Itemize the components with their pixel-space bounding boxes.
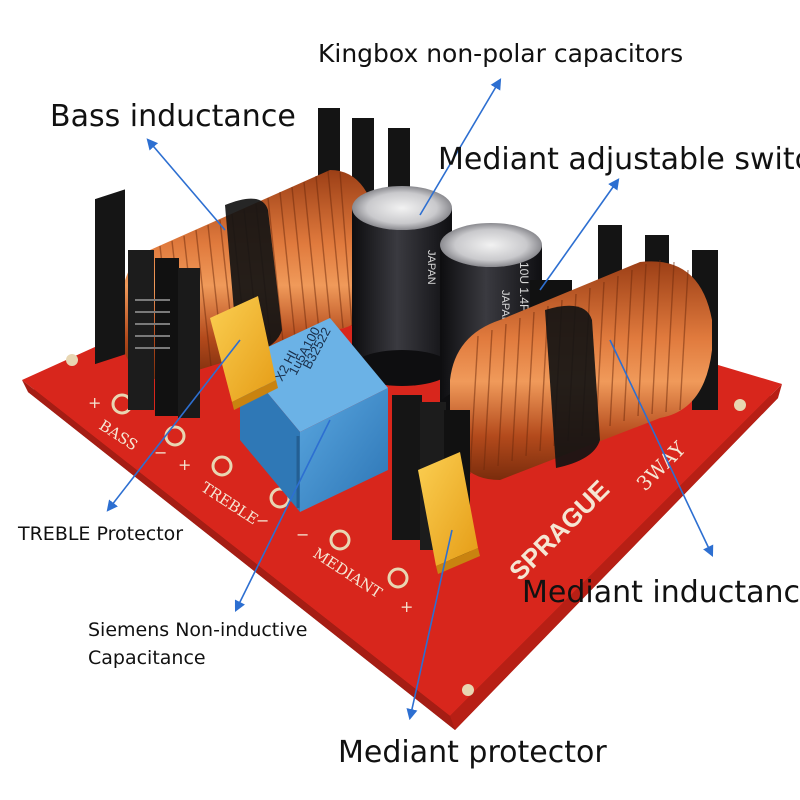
arrow-mediant-inductance [609, 339, 714, 558]
treble-protector-fuse [210, 296, 278, 410]
mediant-protector-fuse [418, 452, 480, 574]
mediant-inductor [392, 225, 718, 560]
kingbox-capacitor-left: JAPAN [352, 186, 452, 386]
cap-right-country: JAPAN [499, 290, 511, 325]
board-plus-treble: + [178, 455, 191, 474]
arrow-mediant-protector [406, 529, 453, 721]
callout-siemens-capacitance-line2: Capacitance [88, 647, 206, 669]
board-minus-bass: − [154, 443, 167, 462]
callout-treble-protector: TREBLE Protector [18, 523, 184, 545]
arrow-treble-protector [106, 339, 241, 512]
board-minus-mediant: − [296, 525, 309, 544]
callout-mediant-protector: Mediant protector [338, 735, 607, 770]
cap-left-country: JAPAN [425, 250, 437, 285]
callout-mediant-switch: Mediant adjustable switch [438, 142, 800, 177]
callout-siemens-capacitance-line1: Siemens Non-inductive [88, 619, 308, 641]
callout-arrows [106, 78, 714, 721]
arrow-kingbox-caps [419, 78, 502, 216]
arrow-siemens-cap [234, 419, 331, 613]
cap-right-rating: 10U 1.4F [517, 262, 531, 311]
arrow-mediant-switch [539, 178, 620, 291]
arrow-bass-inductance [146, 138, 226, 231]
board-plus-mediant: + [400, 597, 413, 616]
callout-kingbox-capacitors: Kingbox non-polar capacitors [318, 39, 684, 68]
board-plus-bass: + [88, 393, 101, 412]
callout-mediant-inductance: Mediant inductance [522, 575, 800, 610]
callout-bass-inductance: Bass inductance [50, 99, 296, 134]
board-minus-treble: − [256, 511, 269, 530]
